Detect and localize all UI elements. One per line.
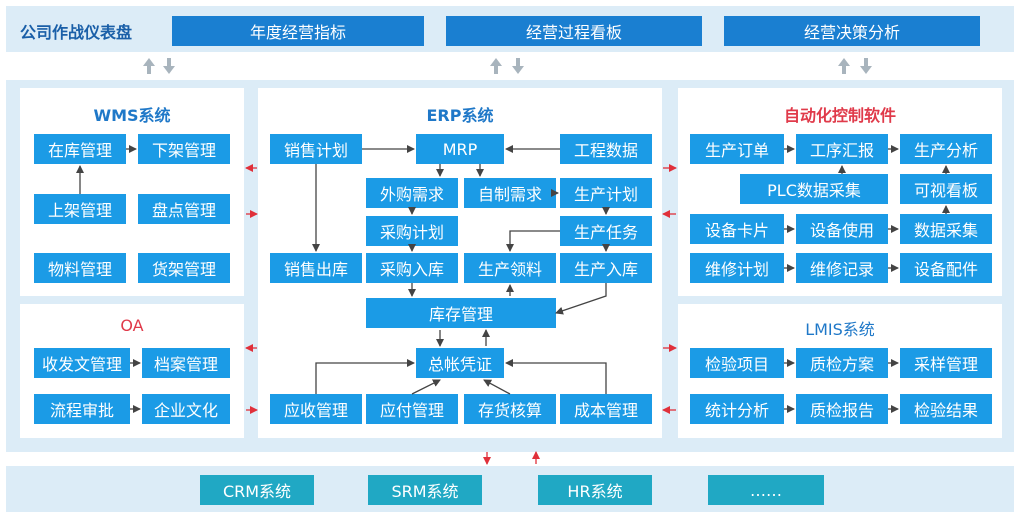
bottom-band xyxy=(6,466,1014,512)
srm-system[interactable]: SRM系统 xyxy=(368,475,482,505)
auto-maintenance-plan[interactable]: 维修计划 xyxy=(690,253,784,283)
erp-inventory-accounting[interactable]: 存货核算 xyxy=(464,394,556,424)
automation-title: 自动化控制软件 xyxy=(783,106,896,125)
oa-document[interactable]: 收发文管理 xyxy=(34,348,130,378)
lmis-inspection-result[interactable]: 检验结果 xyxy=(900,394,992,424)
auto-plc-collection[interactable]: PLC数据采集 xyxy=(740,174,888,204)
wms-material[interactable]: 物料管理 xyxy=(34,253,126,283)
exchange-arrow-right xyxy=(838,58,872,74)
wms-title: WMS系统 xyxy=(93,106,171,125)
erp-payables[interactable]: 应付管理 xyxy=(366,394,458,424)
erp-receivables[interactable]: 应收管理 xyxy=(270,394,362,424)
erp-production-task[interactable]: 生产任务 xyxy=(560,216,652,246)
erp-material-issue[interactable]: 生产领料 xyxy=(464,253,556,283)
dashboard-operation-board[interactable]: 经营过程看板 xyxy=(446,16,702,46)
auto-equipment-card[interactable]: 设备卡片 xyxy=(690,214,784,244)
erp-purchase-plan[interactable]: 采购计划 xyxy=(366,216,458,246)
lmis-inspection-item[interactable]: 检验项目 xyxy=(690,348,784,378)
more-systems[interactable]: …… xyxy=(708,475,824,505)
wms-rack[interactable]: 货架管理 xyxy=(138,253,230,283)
erp-engineering-data[interactable]: 工程数据 xyxy=(560,134,652,164)
dashboard-annual-indicators[interactable]: 年度经营指标 xyxy=(172,16,424,46)
wms-in-stock[interactable]: 在库管理 xyxy=(34,134,126,164)
auto-equipment-parts[interactable]: 设备配件 xyxy=(900,253,992,283)
lmis-statistics[interactable]: 统计分析 xyxy=(690,394,784,424)
lmis-title: LMIS系统 xyxy=(805,320,875,339)
wms-stocktake[interactable]: 盘点管理 xyxy=(138,194,230,224)
erp-title: ERP系统 xyxy=(426,106,494,125)
wms-unshelve[interactable]: 下架管理 xyxy=(138,134,230,164)
hr-system[interactable]: HR系统 xyxy=(538,475,652,505)
erp-purchase-demand[interactable]: 外购需求 xyxy=(366,178,458,208)
auto-equipment-usage[interactable]: 设备使用 xyxy=(796,214,888,244)
auto-process-report[interactable]: 工序汇报 xyxy=(796,134,888,164)
oa-approval[interactable]: 流程审批 xyxy=(34,394,130,424)
dashboard-decision-analysis[interactable]: 经营决策分析 xyxy=(724,16,980,46)
dashboard-title: 公司作战仪表盘 xyxy=(20,23,133,42)
erp-inventory[interactable]: 库存管理 xyxy=(366,298,556,328)
exchange-arrow-middle xyxy=(490,58,524,74)
crm-system[interactable]: CRM系统 xyxy=(200,475,314,505)
erp-sales-plan[interactable]: 销售计划 xyxy=(270,134,362,164)
erp-production-inbound[interactable]: 生产入库 xyxy=(560,253,652,283)
erp-self-demand[interactable]: 自制需求 xyxy=(464,178,556,208)
wms-shelve[interactable]: 上架管理 xyxy=(34,194,126,224)
auto-production-order[interactable]: 生产订单 xyxy=(690,134,784,164)
auto-maintenance-record[interactable]: 维修记录 xyxy=(796,253,888,283)
auto-data-collection[interactable]: 数据采集 xyxy=(900,214,992,244)
exchange-arrow-left xyxy=(143,58,175,74)
oa-title: OA xyxy=(120,316,144,335)
erp-cost-management[interactable]: 成本管理 xyxy=(560,394,652,424)
exchange-arrows xyxy=(143,58,872,74)
erp-sales-outbound[interactable]: 销售出库 xyxy=(270,253,362,283)
lmis-qc-plan[interactable]: 质检方案 xyxy=(796,348,888,378)
erp-production-plan[interactable]: 生产计划 xyxy=(560,178,652,208)
erp-general-ledger[interactable]: 总帐凭证 xyxy=(416,348,504,378)
erp-purchase-inbound[interactable]: 采购入库 xyxy=(366,253,458,283)
auto-production-analysis[interactable]: 生产分析 xyxy=(900,134,992,164)
lmis-sampling[interactable]: 采样管理 xyxy=(900,348,992,378)
oa-archive[interactable]: 档案管理 xyxy=(142,348,230,378)
oa-culture[interactable]: 企业文化 xyxy=(142,394,230,424)
erp-mrp[interactable]: MRP xyxy=(416,134,504,164)
auto-visual-board[interactable]: 可视看板 xyxy=(900,174,992,204)
lmis-qc-report[interactable]: 质检报告 xyxy=(796,394,888,424)
